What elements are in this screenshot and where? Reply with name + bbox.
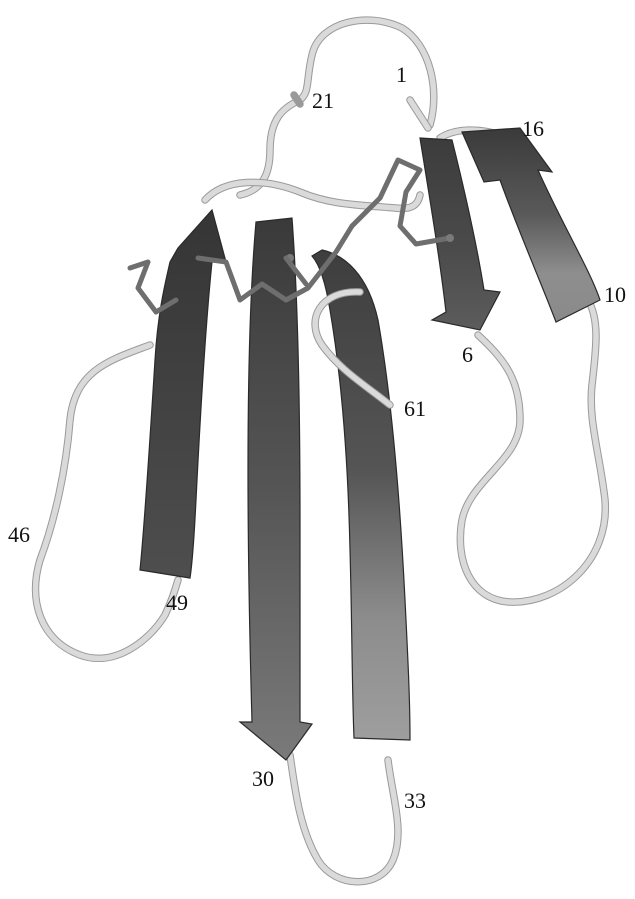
coil-21-tail-edge xyxy=(294,95,300,104)
label-residue-33: 33 xyxy=(404,788,426,813)
label-residue-6: 6 xyxy=(462,342,473,367)
label-residue-21: 21 xyxy=(312,88,334,113)
coil-1-tail xyxy=(410,100,428,128)
coil-30-33 xyxy=(290,755,398,882)
label-residue-61: 61 xyxy=(404,396,426,421)
coil-top-loop xyxy=(240,20,434,195)
label-residue-49: 49 xyxy=(166,590,188,615)
label-residue-16: 16 xyxy=(522,116,544,141)
strand-left xyxy=(140,210,226,578)
beta-strands xyxy=(140,128,600,760)
label-residue-1: 1 xyxy=(396,62,407,87)
label-residue-10: 10 xyxy=(604,282,626,307)
strand-33 xyxy=(312,250,410,740)
sidechain-atom xyxy=(446,234,454,242)
coil-6-10 xyxy=(460,300,605,602)
coil-6-10-edge xyxy=(460,300,605,602)
label-residue-46: 46 xyxy=(8,522,30,547)
label-residue-30: 30 xyxy=(252,766,274,791)
strand-30 xyxy=(240,218,312,760)
coil-30-33-edge xyxy=(290,755,398,882)
